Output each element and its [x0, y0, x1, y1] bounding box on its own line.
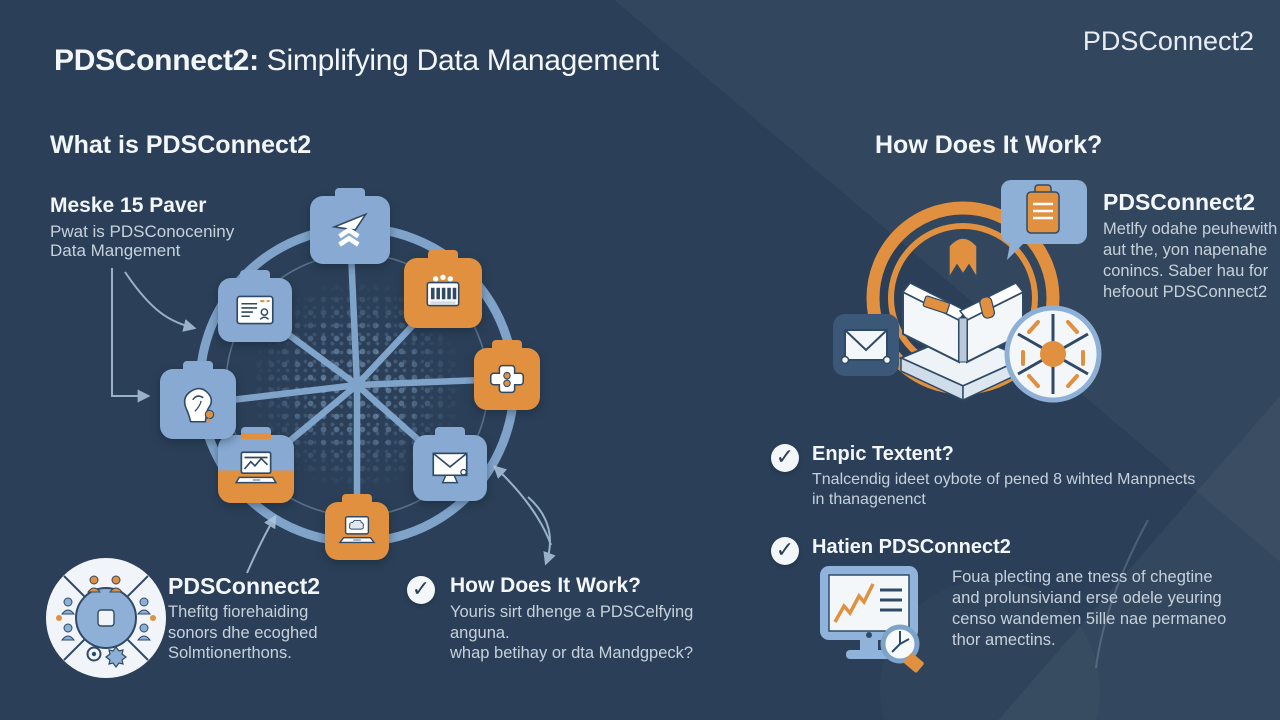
hub-node-send — [310, 196, 390, 264]
center-caption-body: Youris sirt dhenge a PDSCelfying anguna.… — [450, 603, 694, 662]
people-glyphs — [56, 575, 156, 668]
page-title-brand: PDSConnect2: — [54, 44, 259, 77]
center-caption-title: How Does It Work? — [450, 574, 641, 597]
magnifier-icon — [880, 624, 924, 673]
check-icon: ✓ — [407, 576, 435, 604]
right-section-heading: How Does It Work? — [875, 131, 1103, 159]
send-icon — [331, 212, 368, 247]
right-card-body: Metlfy odahe peuhewith aut the, yon nape… — [1103, 220, 1278, 301]
note-body: Pwat is PDSConoceniny Data Mangement — [50, 222, 235, 260]
hub-node-mail — [413, 435, 487, 501]
checklist-item-title: Hatien PDSConnect2 — [812, 536, 1011, 558]
note-title: Meske 15 Paver — [50, 194, 207, 217]
right-card-title: PDSConnect2 — [1103, 189, 1256, 215]
workflow-illustration: ? — [833, 180, 1102, 403]
caption-body: Thefitg fiorehaiding sonors dhe ecoghed … — [168, 603, 318, 662]
laptop-chart-icon — [234, 451, 278, 484]
hub-share-icon: ? — [1004, 305, 1102, 403]
hub-node-laptop-chart — [218, 435, 294, 503]
clipboard-bubble-icon — [1001, 180, 1087, 260]
page-title-rest: Simplifying Data Management — [258, 44, 659, 77]
corner-brand: PDSConnect2 — [1082, 26, 1254, 56]
integration-cross-icon — [490, 364, 524, 394]
left-section-heading: What is PDSConnect2 — [50, 131, 312, 159]
page-title: PDSConnect2: Simplifying Data Management — [54, 44, 659, 78]
checklist-item-body: Foua plecting ane tness of chegtine and … — [952, 568, 1227, 649]
laptop-cloud-icon — [338, 516, 376, 544]
hub-node-head-idea — [160, 369, 236, 439]
checklist-item-body: Tnalcendig ideet oybote of pened 8 wihte… — [812, 471, 1196, 508]
caption-title: PDSConnect2 — [168, 573, 321, 599]
check-icon: ✓ — [771, 444, 799, 472]
hub-node-integration — [474, 348, 540, 410]
hub-node-laptop-cloud — [325, 502, 389, 560]
envelope-badge-icon — [833, 314, 899, 376]
head-idea-icon — [183, 387, 215, 424]
id-card-icon — [236, 295, 274, 325]
abacus-icon — [426, 274, 460, 307]
check-icon: ✓ — [771, 537, 799, 565]
hub-node-abacus — [404, 258, 482, 328]
team-pie-icon — [46, 558, 166, 678]
checklist-item-title: Enpic Textent? — [812, 443, 954, 465]
hub-node-id-card — [218, 278, 292, 342]
monitor-chart-icon — [820, 566, 924, 673]
mail-monitor-icon — [432, 452, 468, 484]
